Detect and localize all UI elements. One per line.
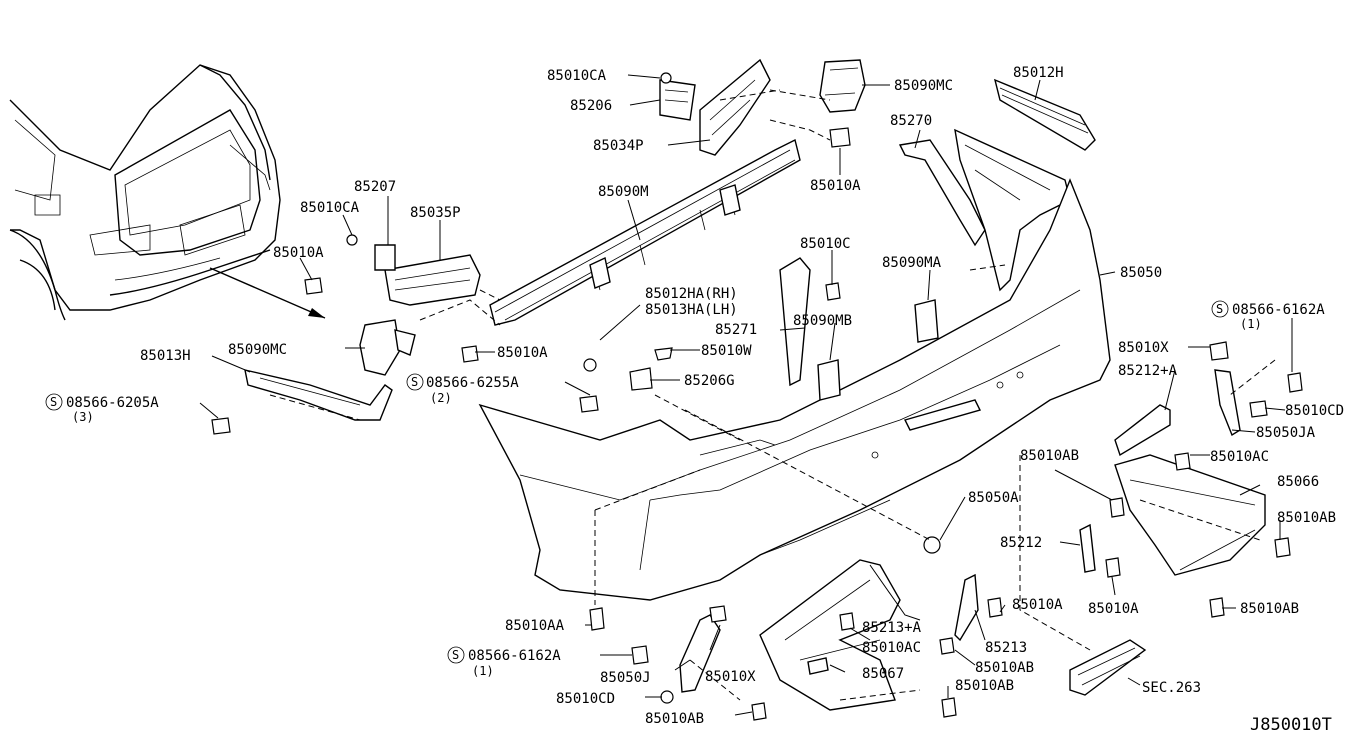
label-85213A: 85213+A xyxy=(862,620,922,636)
label-85010X-right: 85010X xyxy=(1118,340,1169,356)
label-08566-6205A-qty: (3) xyxy=(72,410,94,424)
label-08566-6255A: 08566-6255A xyxy=(426,375,519,391)
label-85010X-mid: 85010X xyxy=(705,669,756,685)
label-85067: 85067 xyxy=(862,666,904,682)
label-85010AA: 85010AA xyxy=(505,618,565,634)
label-85010AB-r3: 85010AB xyxy=(1240,601,1299,617)
label-85090MC-left: 85090MC xyxy=(228,342,287,358)
label-85013HA: 85013HA(LH) xyxy=(645,302,738,318)
assembly-lines xyxy=(269,89,1276,701)
bracket-85213 xyxy=(954,573,979,642)
label-85012H: 85012H xyxy=(1013,65,1064,81)
screw-symbol-6255A xyxy=(406,373,424,391)
label-85010AB-r2: 85010AB xyxy=(1277,510,1336,526)
label-85050J: 85050J xyxy=(600,670,651,686)
screw-symbol-6162A-left xyxy=(447,646,465,664)
label-85010A-left: 85010A xyxy=(273,245,324,261)
bracket-85013H xyxy=(244,369,393,421)
absorber-85090MC-top xyxy=(819,59,866,113)
label-85090MA: 85090MA xyxy=(882,255,942,271)
bumper-fascia-85050 xyxy=(478,178,1111,601)
bracket-85050JA xyxy=(1214,369,1241,437)
label-08566-6162A-left: 08566-6162A xyxy=(468,648,561,664)
label-85010CD-bot: 85010CD xyxy=(556,691,615,707)
label-85010A-r1: 85010A xyxy=(1012,597,1063,613)
label-85010AB-bot: 85010AB xyxy=(955,678,1014,694)
label-08566-6162A-right: 08566-6162A xyxy=(1232,302,1325,318)
label-85010A-mid: 85010A xyxy=(497,345,548,361)
label-85010AB-bot2: 85010AB xyxy=(645,711,704,727)
label-85050JA: 85050JA xyxy=(1256,425,1316,441)
screw-symbol-6162A-left-letter: S xyxy=(452,648,459,662)
label-85206G: 85206G xyxy=(684,373,735,389)
label-08566-6205A: 08566-6205A xyxy=(66,395,159,411)
label-85271: 85271 xyxy=(715,322,757,338)
label-85010AB-mid: 85010AB xyxy=(975,660,1034,676)
label-85010A-top: 85010A xyxy=(810,178,861,194)
pad-85090MA xyxy=(914,299,939,343)
label-85090MB: 85090MB xyxy=(793,313,852,329)
screw-symbol-6205A-letter: S xyxy=(50,395,57,409)
label-85212: 85212 xyxy=(1000,535,1042,551)
label-85010A-r2: 85010A xyxy=(1088,601,1139,617)
fasteners xyxy=(211,127,1303,721)
label-85010CA-left: 85010CA xyxy=(300,200,360,216)
label-85010AC-right: 85010AC xyxy=(1210,449,1269,465)
bracket-85212 xyxy=(1079,523,1096,573)
screw-symbol-6255A-letter: S xyxy=(411,375,418,389)
label-85090M: 85090M xyxy=(598,184,649,200)
label-85206: 85206 xyxy=(570,98,612,114)
label-85010AB-r1: 85010AB xyxy=(1020,448,1079,464)
label-85066: 85066 xyxy=(1277,474,1319,490)
reflector-85012H xyxy=(993,78,1096,151)
bracket-85050J xyxy=(679,614,721,693)
absorber-85090MC-left xyxy=(359,319,416,376)
label-85035P: 85035P xyxy=(410,205,461,221)
label-85010CA-top: 85010CA xyxy=(547,68,607,84)
label-85270: 85270 xyxy=(890,113,932,129)
lamp-sec263 xyxy=(1069,639,1147,696)
screw-symbol-6162A-right xyxy=(1211,300,1229,318)
pad-85090MB xyxy=(817,359,841,401)
screw-symbol-6205A xyxy=(45,393,63,411)
label-85213: 85213 xyxy=(985,640,1027,656)
diagram-id: J850010T xyxy=(1250,715,1332,735)
bracket-85212A xyxy=(1114,404,1171,457)
reinforcement-85090M xyxy=(489,138,801,326)
label-85090MC-top: 85090MC xyxy=(894,78,953,94)
label-85010W: 85010W xyxy=(701,343,752,359)
screw-symbol-6162A-right-letter: S xyxy=(1216,302,1223,316)
label-85010AC-mid: 85010AC xyxy=(862,640,921,656)
stay-85270 xyxy=(898,139,986,247)
label-85034P: 85034P xyxy=(593,138,644,154)
label-85010C: 85010C xyxy=(800,236,851,252)
label-85050: 85050 xyxy=(1120,265,1162,281)
bracket-85035P xyxy=(374,244,481,306)
stay-85271 xyxy=(779,257,811,387)
panel-85067 xyxy=(759,559,901,711)
label-85013H: 85013H xyxy=(140,348,191,364)
label-08566-6255A-qty: (2) xyxy=(430,391,452,405)
vehicle-rear-view xyxy=(9,64,326,321)
label-08566-6162A-left-qty: (1) xyxy=(472,664,494,678)
panel-85066 xyxy=(1114,454,1266,576)
part-labels: 85010CA 85206 85034P 85090MC 85012H 8527… xyxy=(45,65,1344,735)
label-08566-6162A-right-qty: (1) xyxy=(1240,317,1262,331)
label-85207: 85207 xyxy=(354,179,396,195)
label-85050A: 85050A xyxy=(968,490,1019,506)
leader-lines xyxy=(199,74,1293,716)
label-85012HA: 85012HA(RH) xyxy=(645,286,738,302)
label-85212A: 85212+A xyxy=(1118,363,1178,379)
label-85010CD-right: 85010CD xyxy=(1285,403,1344,419)
bracket-85034P xyxy=(659,58,771,156)
label-sec263: SEC.263 xyxy=(1142,680,1201,696)
